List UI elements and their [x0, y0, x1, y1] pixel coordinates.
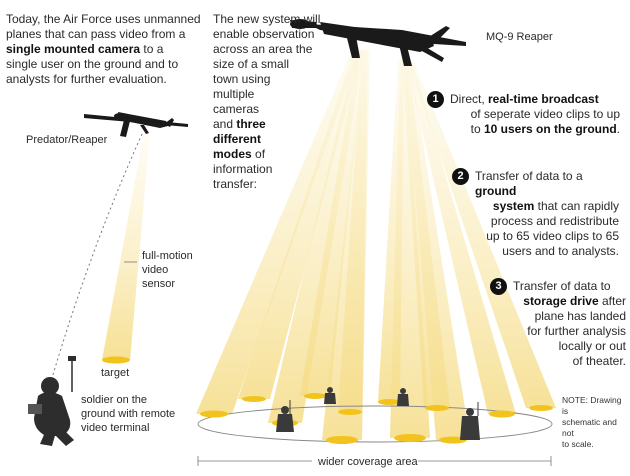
soldier-icon-c: [397, 388, 409, 406]
mode-3-text: Transfer of data to storage drive after …: [513, 279, 626, 369]
intro-line-4: single user on the ground and to: [6, 57, 179, 71]
mode-2-line-5: users and to analysts.: [502, 244, 619, 258]
new-system-paragraph: The new system will enable observation a…: [213, 12, 343, 192]
new-system-line-4: size of a small: [213, 57, 290, 71]
sensor-label: full-motion video sensor: [142, 249, 193, 291]
mode-2-line-2-rest: that can rapidly: [534, 199, 619, 213]
mode-1-line-1: Direct,: [450, 92, 489, 106]
mode-3-badge: 3: [490, 278, 507, 295]
new-system-line-7: cameras: [213, 102, 260, 116]
mode-2-badge: 2: [452, 168, 469, 185]
coverage-beams: [196, 50, 556, 440]
mode-3-line-6: of theater.: [572, 354, 626, 368]
mode-2-bold-ground: ground: [475, 184, 517, 198]
new-system-line-8: and: [213, 117, 237, 131]
new-system-line-10-rest: of: [251, 147, 266, 161]
soldier-icon-d: [460, 402, 480, 440]
mode-3-line-5: locally or out: [558, 339, 626, 353]
mode-2-text: Transfer of data to a ground system that…: [475, 169, 619, 259]
soldier-label: soldier on the ground with remote video …: [81, 393, 175, 435]
intro-line-1: Today, the Air Force uses unmanned: [6, 12, 201, 26]
new-system-line-3: across an area the: [213, 42, 313, 56]
soldier-link-dashed: [51, 133, 143, 379]
mode-2-line-1: Transfer of data to a: [475, 169, 583, 183]
mq9-label: MQ-9 Reaper: [486, 31, 553, 43]
note-line-2: schematic and not: [562, 417, 617, 438]
new-system-line-11: information: [213, 162, 273, 176]
intro-line-5: analysts for further evaluation.: [6, 72, 167, 86]
mode-3-bold-storage: storage drive: [523, 294, 599, 308]
mode-1-bold-users: 10 users on the ground: [483, 122, 617, 136]
mode-2-line-3: process and redistribute: [490, 214, 619, 228]
sensor-label-line-1: full-motion: [142, 250, 193, 262]
mode-1-line-3-end: .: [616, 122, 620, 136]
mode-3-line-4: for further analysis: [527, 324, 626, 338]
single-camera-beam: [102, 132, 150, 360]
mode-3-line-2-rest: after: [598, 294, 626, 308]
new-system-bold-different: different: [213, 132, 261, 146]
target-label: target: [101, 367, 130, 379]
mode-1-badge: 1: [427, 91, 444, 108]
coverage-spots: [200, 393, 553, 444]
mode-1-bold: real-time broadcast: [488, 92, 599, 106]
new-system-bold-modes: modes: [213, 147, 252, 161]
mode-2-bold-system: system: [492, 199, 535, 213]
predator-aircraft-icon: [84, 112, 188, 137]
new-system-line-1: The new system will: [213, 12, 321, 26]
soldier-label-line-2: ground with remote: [81, 408, 176, 420]
new-system-line-2: enable observation: [213, 27, 315, 41]
soldier-left-icon: [28, 356, 76, 446]
sensor-label-line-3: sensor: [142, 278, 176, 290]
mq9-reaper-aircraft-icon: [290, 19, 466, 66]
intro-line-3-rest: to a: [140, 42, 164, 56]
mode-3-line-1: Transfer of data to: [513, 279, 611, 293]
new-system-line-12: transfer:: [213, 177, 258, 191]
coverage-ellipse: [197, 405, 553, 443]
note-line-3: to scale.: [562, 439, 594, 449]
coverage-area-label: wider coverage area: [318, 456, 418, 468]
soldier-icon-a: [276, 400, 294, 432]
mode-1-line-2: of seperate video clips to up: [470, 107, 620, 121]
new-system-line-6: multiple: [213, 87, 255, 101]
soldier-icon-b: [324, 387, 336, 404]
mode-2-line-4: up to 65 video clips to 65: [486, 229, 619, 243]
mode-1-text: Direct, real-time broadcast of seperate …: [450, 92, 620, 137]
intro-paragraph: Today, the Air Force uses unmanned plane…: [6, 12, 206, 87]
mode-3-line-3: plane has landed: [534, 309, 626, 323]
new-system-line-5: town using: [213, 72, 271, 86]
predator-label: Predator/Reaper: [26, 134, 108, 146]
mode-1-line-3: to: [470, 122, 484, 136]
intro-line-2: planes that can pass video from a: [6, 27, 186, 41]
new-system-bold-three: three: [236, 117, 266, 131]
soldier-label-line-1: soldier on the: [81, 394, 148, 406]
scale-note: NOTE: Drawing is schematic and not to sc…: [562, 395, 628, 450]
target-spot: [102, 356, 130, 364]
intro-bold-phrase: single mounted camera: [6, 42, 141, 56]
sensor-label-line-2: video: [142, 264, 169, 276]
note-line-1: NOTE: Drawing is: [562, 395, 622, 416]
soldier-label-line-3: video terminal: [81, 422, 150, 434]
